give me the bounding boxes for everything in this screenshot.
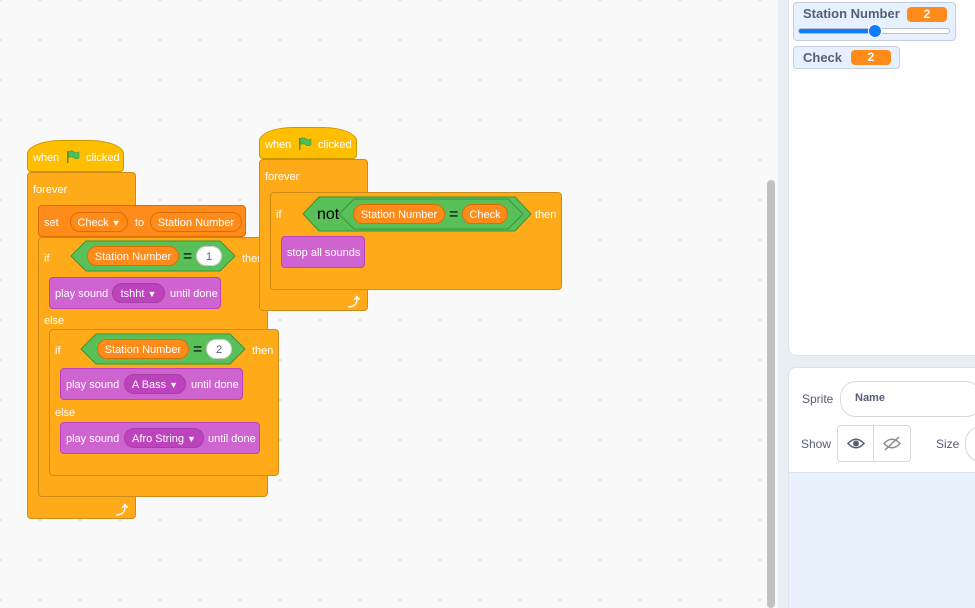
dropdown-caret-icon: ▼ xyxy=(169,380,179,390)
stop-all-sounds-block[interactable]: stop all sounds xyxy=(281,236,365,268)
block-text: when xyxy=(33,152,60,164)
green-flag-icon xyxy=(67,150,80,163)
block-text: if xyxy=(55,345,61,357)
monitor-label: Station Number xyxy=(803,6,900,21)
monitor-value: 2 xyxy=(851,50,891,65)
equals-condition-3[interactable]: Station Number = Check xyxy=(338,198,524,230)
station-number-monitor[interactable]: Station Number 2 xyxy=(793,2,956,41)
number-input[interactable]: 1 xyxy=(196,246,222,266)
block-text: until done xyxy=(208,433,256,445)
block-text: = xyxy=(449,206,459,223)
eye-slash-icon xyxy=(882,436,902,451)
block-text: if xyxy=(44,253,50,265)
block-text: clicked xyxy=(318,139,352,151)
block-text: = xyxy=(193,341,203,358)
dropdown-caret-icon: ▼ xyxy=(111,218,121,228)
equals-condition-2[interactable]: Station Number = 2 xyxy=(80,333,246,365)
sprite-name-input[interactable]: Name xyxy=(840,381,975,417)
block-text: until done xyxy=(170,288,218,300)
eye-icon xyxy=(846,438,866,449)
sprite-info-panel: Sprite Name Show Size xyxy=(788,367,975,473)
size-label: Size xyxy=(936,437,960,451)
block-text: else xyxy=(55,407,76,419)
block-text: then xyxy=(242,253,264,265)
sprite-list-area[interactable] xyxy=(788,473,975,608)
block-text: clicked xyxy=(86,152,120,164)
block-text: play sound xyxy=(55,288,109,300)
play-sound-block-2[interactable]: play sound A Bass▼ until done xyxy=(60,368,243,400)
monitor-label: Check xyxy=(803,50,843,65)
sound-dropdown[interactable]: A Bass▼ xyxy=(124,374,186,394)
block-text: stop all sounds xyxy=(287,247,361,259)
dropdown-caret-icon: ▼ xyxy=(187,434,196,444)
workspace-scrollbar[interactable] xyxy=(767,180,775,608)
block-text: set xyxy=(44,217,59,229)
slider-thumb[interactable] xyxy=(868,24,882,38)
green-flag-icon xyxy=(299,137,312,150)
station-number-reporter[interactable]: Station Number xyxy=(353,204,445,224)
block-text: if xyxy=(276,209,282,221)
block-text: = xyxy=(183,248,193,265)
play-sound-block-1[interactable]: play sound tshht▼ until done xyxy=(49,277,221,309)
dropdown-caret-icon: ▼ xyxy=(147,289,157,299)
show-sprite-button[interactable] xyxy=(837,425,875,462)
block-text: when xyxy=(265,139,292,151)
loop-arrow-icon: ⤴ xyxy=(348,295,361,309)
set-variable-block[interactable]: set Check▼ to Station Number xyxy=(38,205,246,237)
loop-arrow-icon: ⤴ xyxy=(116,503,129,517)
station-number-reporter[interactable]: Station Number xyxy=(87,246,179,266)
when-flag-clicked-block-2[interactable]: when clicked xyxy=(259,127,357,159)
variable-dropdown[interactable]: Check▼ xyxy=(70,212,128,232)
sound-dropdown[interactable]: tshht▼ xyxy=(112,283,165,303)
block-text: else xyxy=(44,315,65,327)
number-input[interactable]: 2 xyxy=(206,339,232,359)
block-text: not xyxy=(317,206,340,223)
station-number-reporter[interactable]: Station Number xyxy=(150,212,242,232)
equals-condition-1[interactable]: Station Number = 1 xyxy=(70,240,236,272)
block-text: forever xyxy=(33,184,68,196)
monitor-slider[interactable] xyxy=(798,24,950,38)
sound-dropdown[interactable]: Afro String▼ xyxy=(124,428,204,448)
block-text: play sound xyxy=(66,433,120,445)
play-sound-block-3[interactable]: play sound Afro String▼ until done xyxy=(60,422,260,454)
hide-sprite-button[interactable] xyxy=(873,425,911,462)
block-text: play sound xyxy=(66,379,120,391)
block-text: then xyxy=(252,345,274,357)
size-input[interactable] xyxy=(965,426,975,462)
show-label: Show xyxy=(801,437,832,451)
block-text: to xyxy=(135,217,145,229)
when-flag-clicked-block-1[interactable]: when clicked xyxy=(27,140,124,172)
monitor-value: 2 xyxy=(907,7,947,22)
check-monitor[interactable]: Check 2 xyxy=(793,46,900,69)
station-number-reporter[interactable]: Station Number xyxy=(97,339,189,359)
check-reporter[interactable]: Check xyxy=(462,204,508,224)
slider-fill xyxy=(799,29,875,33)
block-text: then xyxy=(535,209,557,221)
block-text: until done xyxy=(191,379,239,391)
block-text: forever xyxy=(265,171,300,183)
sprite-label: Sprite xyxy=(802,392,834,406)
